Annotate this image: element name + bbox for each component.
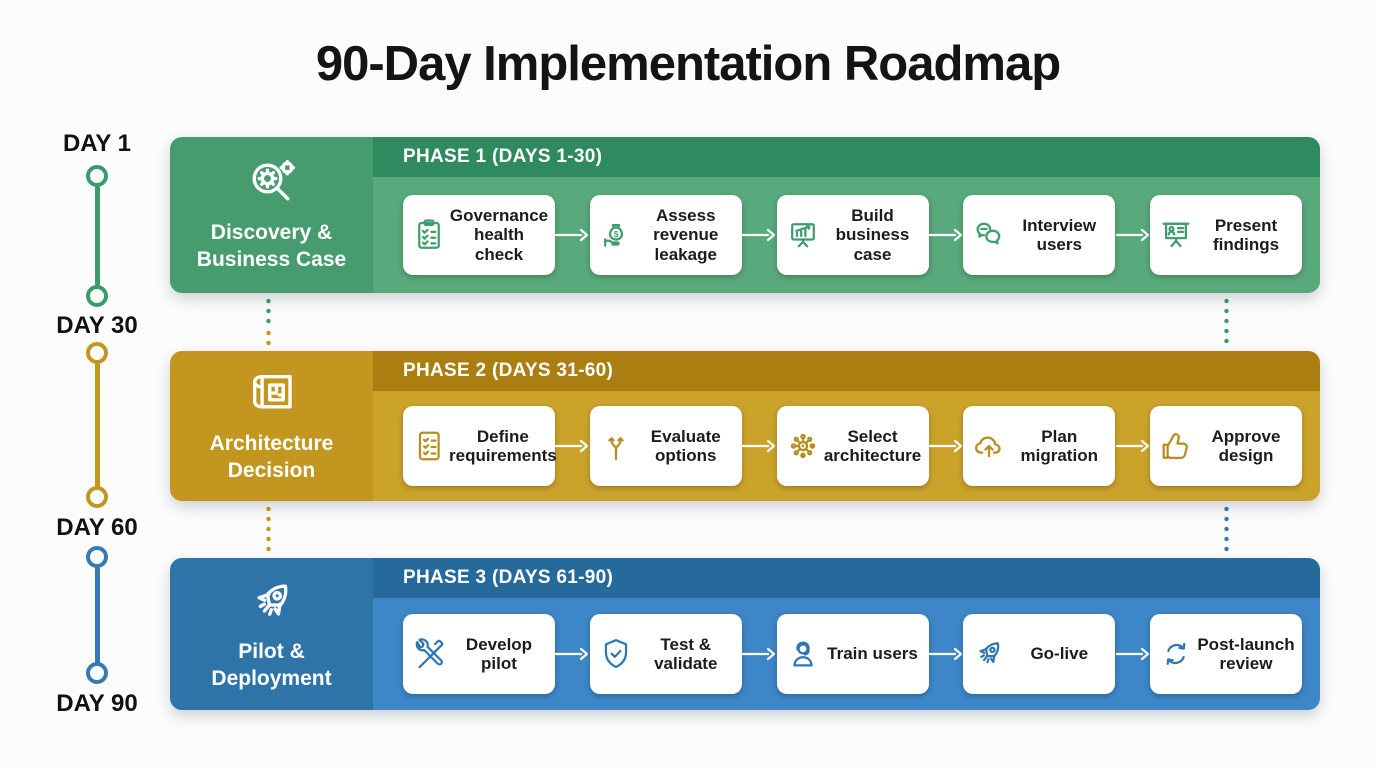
arrow-right-icon (555, 439, 590, 453)
phase-2-header: PHASE 2 (DAYS 31-60) (373, 351, 1320, 391)
step-card: Develop pilot (403, 614, 555, 694)
step-label: Build business case (835, 206, 910, 264)
chart-presentation-icon (783, 217, 823, 253)
arrow-right-icon (929, 647, 964, 661)
phase-1-header: PHASE 1 (DAYS 1-30) (373, 137, 1320, 177)
step-card: Train users (776, 614, 929, 694)
timeline-node-icon (86, 546, 108, 568)
step-label: Governance health check (449, 206, 549, 264)
step-card: Present findings (1150, 195, 1302, 275)
cloud-upload-icon (969, 428, 1009, 464)
fork-arrows-icon (596, 428, 636, 464)
step-label: Post-launch review (1197, 634, 1295, 673)
step-label: Interview users (1022, 215, 1097, 254)
step-card: Approve design (1150, 406, 1302, 486)
phase-2-label-block: Architecture Decision (170, 351, 373, 501)
step-label: Train users (827, 644, 918, 664)
timeline-label-day1: DAY 1 (62, 130, 132, 157)
phase-row-2: Architecture Decision PHASE 2 (DAYS 31-6… (170, 351, 1320, 501)
arrow-right-icon (929, 228, 964, 242)
phase-name: Discovery & Business Case (196, 221, 347, 271)
rocket-icon (969, 636, 1009, 672)
step-label: Define requirements (449, 426, 557, 465)
dotted-connector (1224, 504, 1229, 556)
rocket-icon (245, 575, 299, 629)
hub-network-icon (783, 428, 823, 464)
thumbs-up-icon (1156, 428, 1196, 464)
step-card: Interview users (963, 195, 1116, 275)
phase-row-1: Discovery & Business Case PHASE 1 (DAYS … (170, 137, 1320, 293)
step-label: Go-live (1030, 644, 1089, 664)
step-label: Approve design (1211, 426, 1281, 465)
step-label: Evaluate options (650, 426, 721, 465)
step-card: Build business case (776, 195, 929, 275)
timeline-segment (94, 186, 100, 286)
timeline-label-day90: DAY 90 (56, 690, 138, 717)
step-label: Present findings (1212, 215, 1280, 254)
cycle-arrows-icon (1156, 636, 1196, 672)
phase-3-header: PHASE 3 (DAYS 61-90) (373, 558, 1320, 598)
timeline-node-icon (86, 165, 108, 187)
dotted-connector (266, 296, 271, 328)
dotted-connector (266, 328, 271, 349)
money-bag-hand-icon (596, 217, 636, 253)
arrow-right-icon (742, 439, 777, 453)
arrow-right-icon (555, 228, 590, 242)
timeline-segment (94, 363, 100, 488)
step-card: Test & validate (589, 614, 742, 694)
step-label: Develop pilot (465, 634, 533, 673)
arrow-right-icon (1115, 647, 1150, 661)
step-card: Evaluate options (589, 406, 742, 486)
timeline-node-icon (86, 342, 108, 364)
step-card: Go-live (963, 614, 1116, 694)
timeline-node-icon (86, 662, 108, 684)
phase-name: Pilot & Deployment (211, 640, 332, 690)
arrow-right-icon (929, 439, 964, 453)
person-headset-icon (783, 636, 823, 672)
timeline-label-day60: DAY 60 (56, 514, 138, 541)
timeline-node-icon (86, 486, 108, 508)
shield-check-icon (596, 636, 636, 672)
blueprint-icon (245, 367, 299, 421)
page-title: 90-Day Implementation Roadmap (315, 37, 1061, 91)
arrow-right-icon (1115, 439, 1150, 453)
step-label: Select architecture (823, 426, 922, 465)
step-card: Plan migration (963, 406, 1116, 486)
step-card: Assess revenue leakage (589, 195, 742, 275)
dotted-connector (1224, 296, 1229, 349)
step-card: Define requirements (403, 406, 557, 486)
step-card: Select architecture (776, 406, 929, 486)
step-card: Governance health check (403, 195, 555, 275)
chat-bubbles-icon (969, 217, 1009, 253)
phase-name: Architecture Decision (209, 432, 334, 482)
checklist-doc-icon (409, 428, 449, 464)
arrow-right-icon (742, 228, 777, 242)
arrow-right-icon (1115, 228, 1150, 242)
phase-row-3: Pilot & Deployment PHASE 3 (DAYS 61-90) … (170, 558, 1320, 710)
step-label: Assess revenue leakage (653, 206, 719, 264)
phase-1-label-block: Discovery & Business Case (170, 137, 373, 293)
presentation-board-icon (1156, 217, 1196, 253)
arrow-right-icon (555, 647, 590, 661)
magnifier-gear-icon (245, 156, 299, 210)
step-label: Plan migration (1020, 426, 1098, 465)
dotted-connector (266, 504, 271, 556)
arrow-right-icon (742, 647, 777, 661)
step-card: Post-launch review (1150, 614, 1302, 694)
timeline-node-icon (86, 285, 108, 307)
phase-3-label-block: Pilot & Deployment (170, 558, 373, 710)
crossed-tools-icon (409, 636, 449, 672)
clipboard-checklist-icon (409, 217, 449, 253)
step-label: Test & validate (654, 634, 718, 673)
timeline-label-day30: DAY 30 (56, 312, 138, 339)
timeline-segment (94, 567, 100, 664)
